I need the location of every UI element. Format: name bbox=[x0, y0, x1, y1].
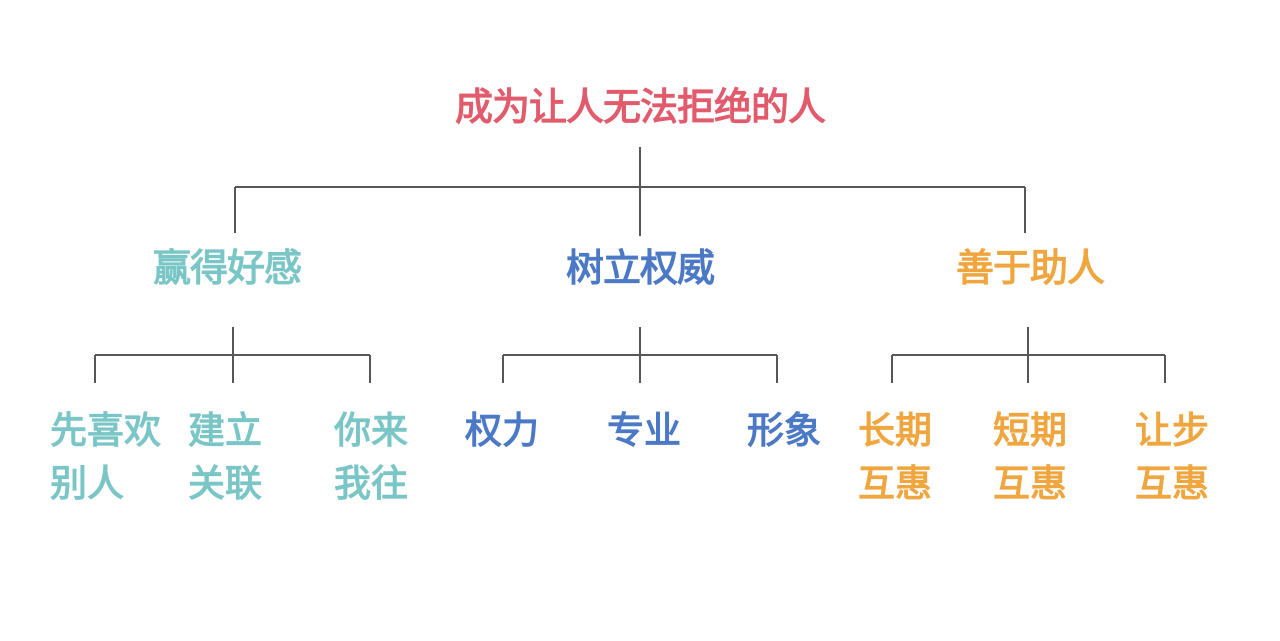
leaf-expertise: 专业 bbox=[607, 410, 681, 451]
leaf-build-connection: 建立 关联 bbox=[188, 410, 262, 504]
diagram-title: 成为让人无法拒绝的人 bbox=[454, 87, 826, 129]
leaf-concession-reciprocity: 让步 互惠 bbox=[1135, 410, 1209, 504]
leaf-power: 权力 bbox=[465, 410, 539, 451]
leaf-short-term-reciprocity: 短期 互惠 bbox=[993, 410, 1067, 504]
leaf-long-term-reciprocity: 长期 互惠 bbox=[858, 410, 932, 504]
branch-label-win-favor: 赢得好感 bbox=[152, 248, 302, 290]
leaf-give-and-take: 你来 我往 bbox=[334, 410, 408, 504]
leaf-image: 形象 bbox=[747, 410, 821, 451]
branch-label-good-at-helping: 善于助人 bbox=[955, 248, 1105, 290]
leaf-like-others-first: 先喜欢 别人 bbox=[50, 410, 161, 504]
branch-label-establish-authority: 树立权威 bbox=[565, 248, 715, 290]
